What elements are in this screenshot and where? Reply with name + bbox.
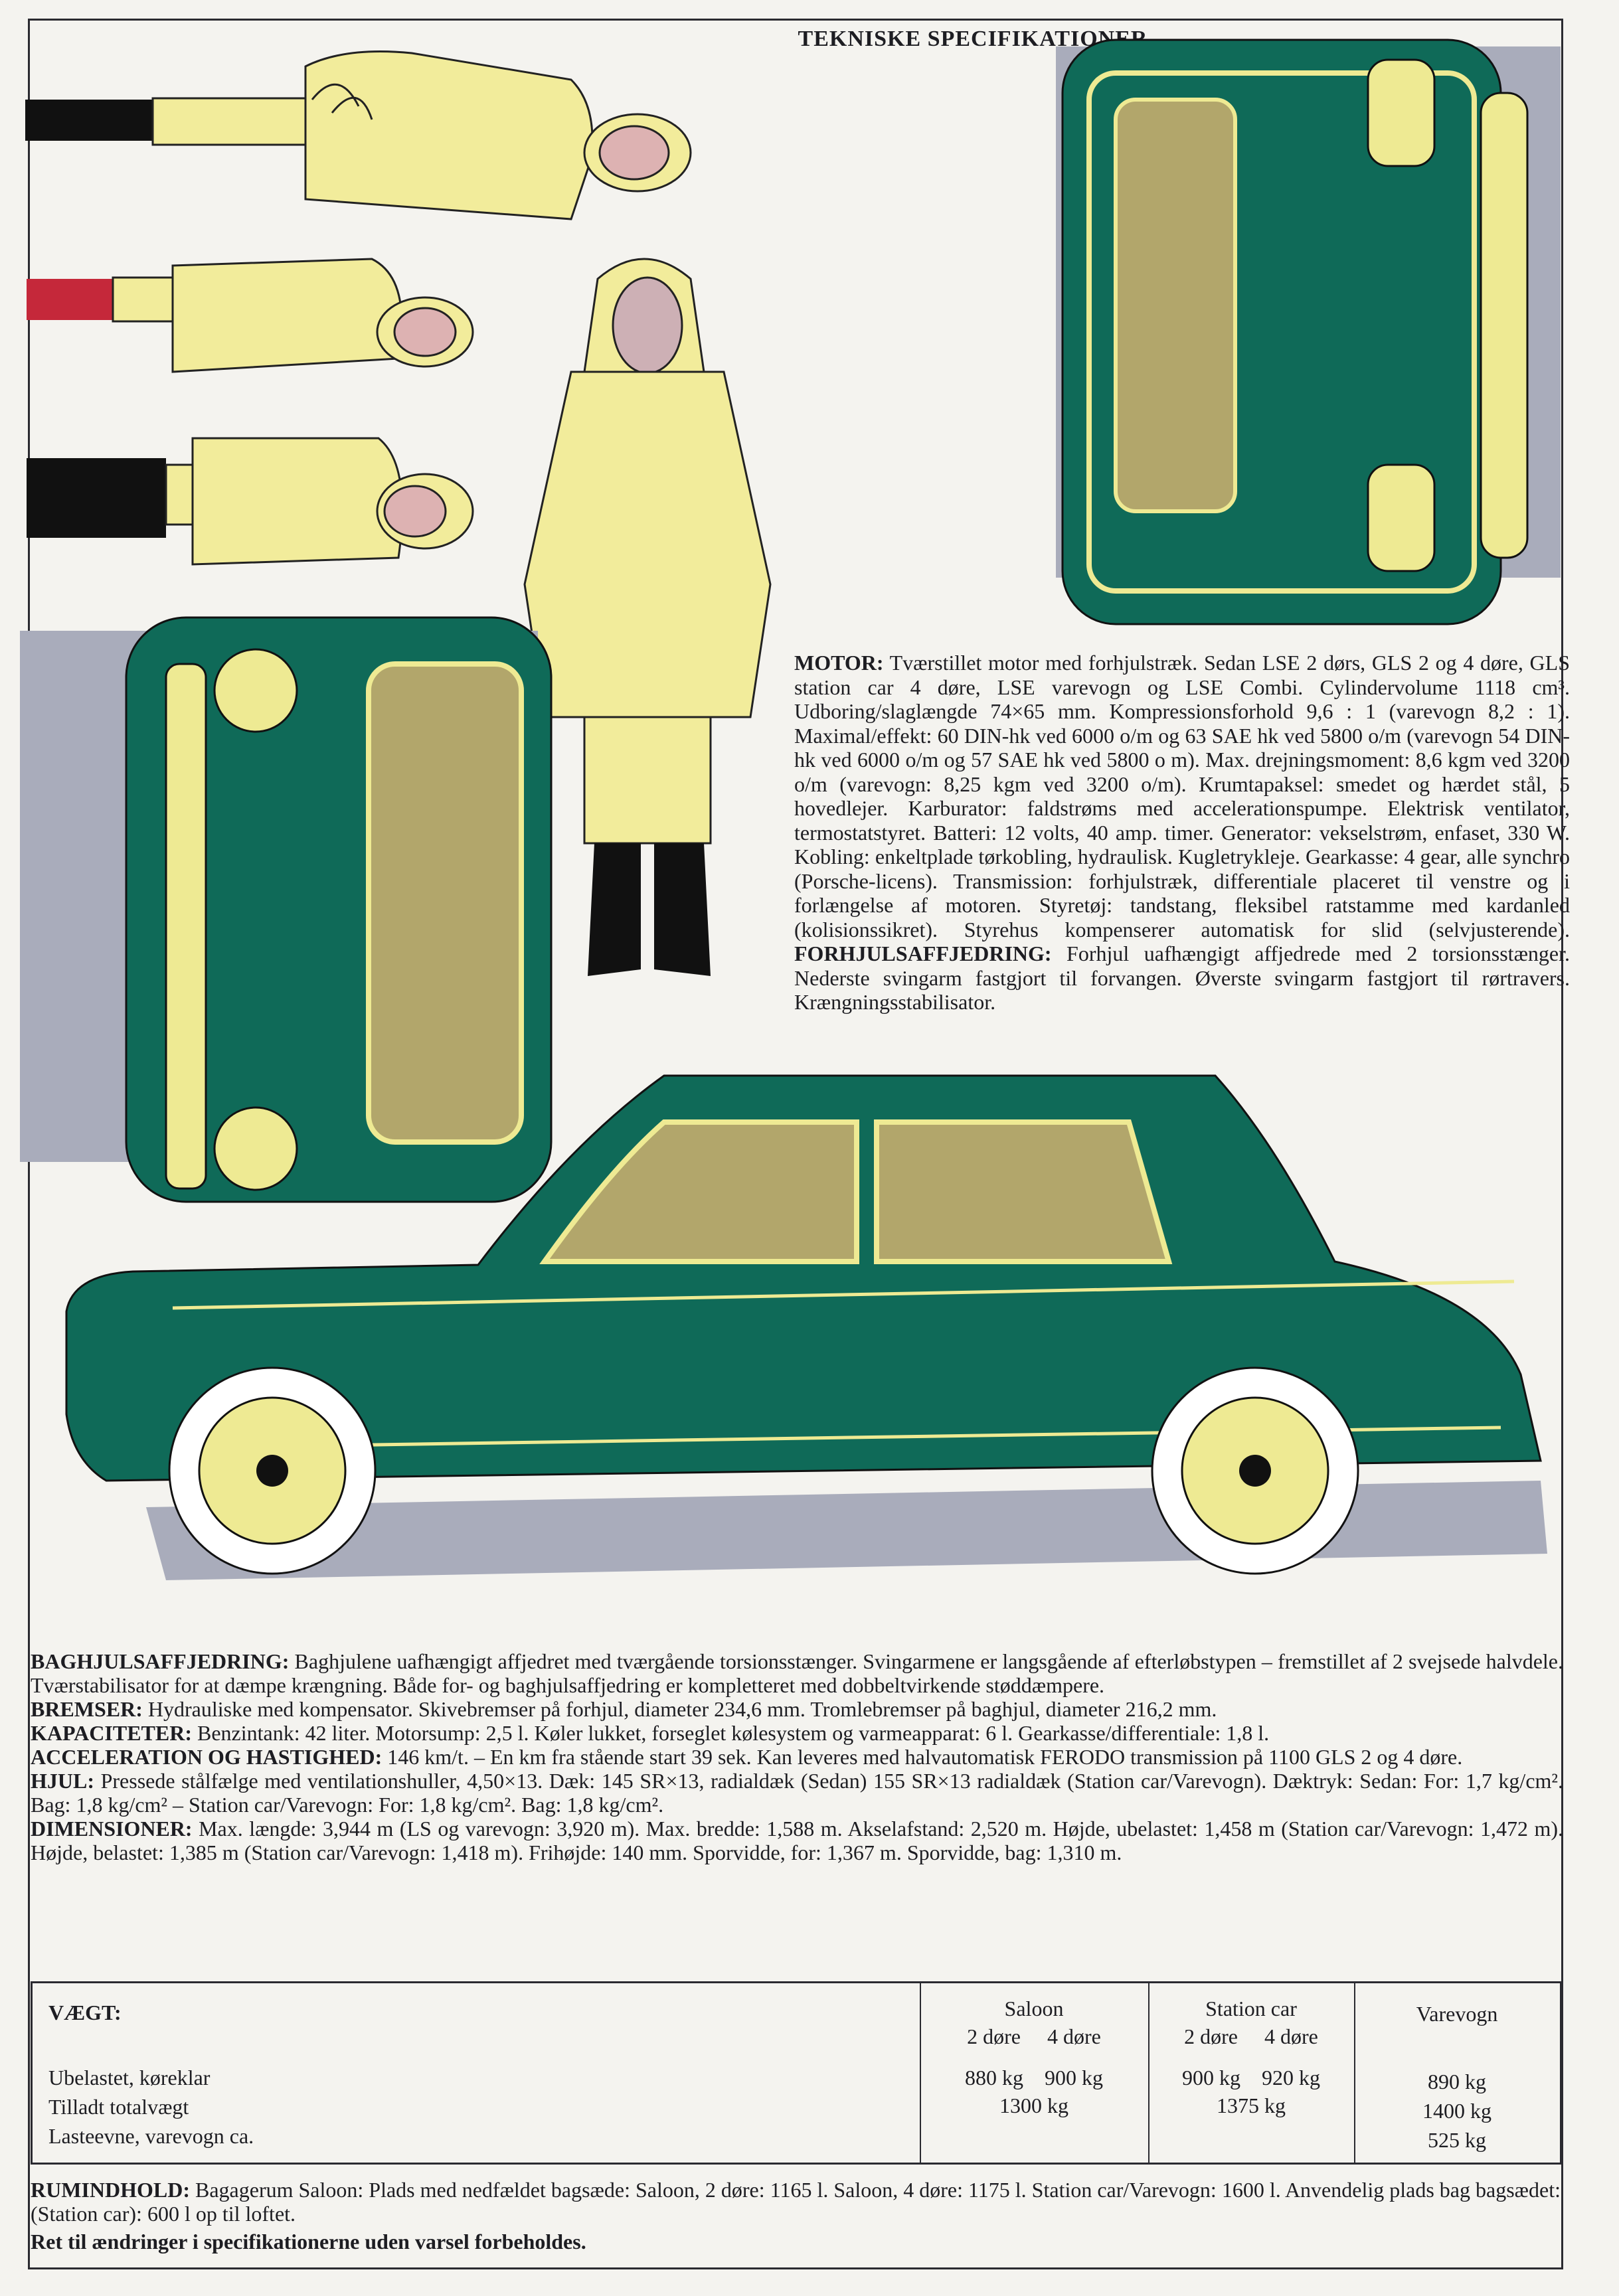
boots-black-2 bbox=[27, 458, 166, 538]
boots-red bbox=[27, 279, 113, 320]
weight-table: VÆGT: Ubelastet, køreklar Tilladt totalv… bbox=[31, 1981, 1562, 2165]
spec-brakes: BREMSER: Hydrauliske med kompensator. Sk… bbox=[31, 1697, 1217, 1721]
car-front-view bbox=[20, 616, 553, 1203]
varevogn-total: 1400 kg bbox=[1422, 2099, 1491, 2123]
station-unladen: 900 kg 920 kg bbox=[1182, 2066, 1320, 2090]
motor-spec: MOTOR: Tværstillet motor med forhjulstræ… bbox=[794, 651, 1570, 1015]
motor-heading: MOTOR: bbox=[794, 651, 884, 675]
footer: RUMINDHOLD: Bagagerum Saloon: Plads med … bbox=[31, 2178, 1563, 2254]
lying-figure-3 bbox=[27, 437, 474, 566]
disclaimer: Ret til ændringer i specifikationerne ud… bbox=[31, 2230, 586, 2254]
car-top-view bbox=[1056, 39, 1561, 625]
volume-spec: RUMINDHOLD: Bagagerum Saloon: Plads med … bbox=[31, 2178, 1561, 2226]
spec-wheels: HJUL: Pressede stålfælge med ventilation… bbox=[31, 1769, 1564, 1817]
spec-dimensions: DIMENSIONER: Max. længde: 3,944 m (LS og… bbox=[31, 1817, 1564, 1864]
varevogn-payload: 525 kg bbox=[1428, 2128, 1486, 2152]
car-side-view bbox=[65, 1074, 1547, 1580]
standing-figure bbox=[523, 258, 772, 976]
front-suspension-text: Forhjul uafhængigt affjedrede med 2 tors… bbox=[794, 942, 1570, 1014]
lying-figure-2 bbox=[27, 258, 474, 373]
front-suspension-heading: FORHJULSAFFJEDRING: bbox=[794, 942, 1052, 965]
saloon-total: 1300 kg bbox=[999, 2093, 1068, 2117]
saloon-unladen: 880 kg 900 kg bbox=[965, 2066, 1103, 2090]
station-title: Station car bbox=[1205, 1997, 1297, 2020]
column-divider bbox=[920, 1983, 921, 2163]
boots-black-1 bbox=[25, 100, 158, 141]
column-divider bbox=[1148, 1983, 1150, 2163]
station-doors: 2 døre 4 døre bbox=[1184, 2024, 1318, 2048]
spec-list: BAGHJULSAFFJEDRING: Baghjulene uafhængig… bbox=[31, 1649, 1563, 1864]
motor-text: Tværstillet motor med forhjulstræk. Seda… bbox=[794, 651, 1571, 942]
spec-acceleration: ACCELERATION OG HASTIGHED: 146 km/t. – E… bbox=[31, 1745, 1463, 1769]
weight-row-label: Ubelastet, køreklar bbox=[48, 2066, 211, 2090]
spec-rear-suspension: BAGHJULSAFFJEDRING: Baghjulene uafhængig… bbox=[31, 1649, 1564, 1697]
saloon-title: Saloon bbox=[1004, 1997, 1064, 2020]
varevogn-title: Varevogn bbox=[1416, 2002, 1498, 2026]
spec-capacities: KAPACITETER: Benzintank: 42 liter. Motor… bbox=[31, 1721, 1270, 1745]
weight-row-label: Lasteevne, varevogn ca. bbox=[48, 2124, 254, 2148]
weight-row-label: Tilladt totalvægt bbox=[48, 2095, 189, 2119]
saloon-doors: 2 døre 4 døre bbox=[967, 2024, 1101, 2048]
lying-figure-1 bbox=[25, 50, 692, 220]
station-total: 1375 kg bbox=[1217, 2093, 1286, 2117]
varevogn-unladen: 890 kg bbox=[1428, 2070, 1486, 2093]
weight-heading: VÆGT: bbox=[48, 2001, 122, 2024]
column-divider bbox=[1354, 1983, 1355, 2163]
